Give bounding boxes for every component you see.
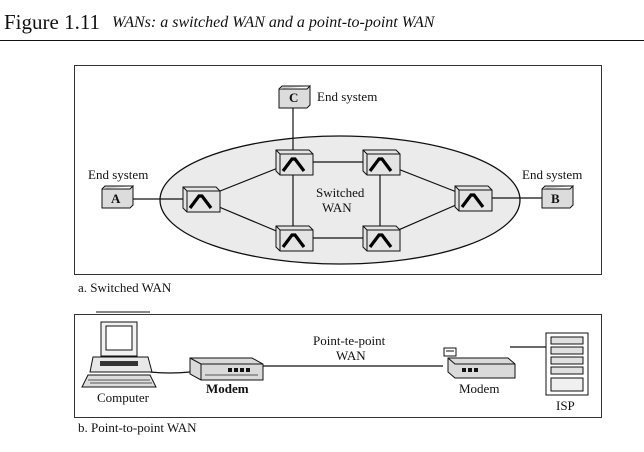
figure-header: Figure 1.11 WANs: a switched WAN and a p… xyxy=(0,0,644,40)
point-to-point-caption: b. Point-to-point WAN xyxy=(78,420,197,435)
switched-wan-label-line1: Switched xyxy=(316,185,365,200)
end-system-a-id: A xyxy=(111,191,121,206)
switch-icon xyxy=(454,185,493,212)
end-system-a-label: End system xyxy=(88,167,149,182)
switched-wan-label-line2: WAN xyxy=(322,200,352,215)
end-system-c-label: End system xyxy=(317,89,378,104)
left-modem-icon xyxy=(189,357,264,381)
right-modem-icon xyxy=(443,347,516,379)
computer-icon xyxy=(81,311,157,388)
switched-wan-panel xyxy=(74,65,602,275)
left-modem-label: Modem xyxy=(206,381,249,396)
end-system-a-box xyxy=(101,184,134,209)
isp-server-icon xyxy=(545,332,589,396)
switch-icon xyxy=(362,149,401,176)
computer-label: Computer xyxy=(97,390,149,405)
isp-label: ISP xyxy=(556,398,575,413)
p2p-label-line1: Point-te-point xyxy=(313,333,386,348)
point-to-point-panel xyxy=(74,314,602,418)
end-system-b-label: End system xyxy=(522,167,583,182)
end-system-b-box xyxy=(541,184,574,209)
p2p-label-line2: WAN xyxy=(336,348,366,363)
switched-wan-caption: a. Switched WAN xyxy=(78,280,172,295)
switch-icon xyxy=(275,149,314,176)
switch-icon xyxy=(275,225,314,252)
switched-wan-cloud xyxy=(159,135,521,265)
header-rule xyxy=(0,40,644,41)
end-system-c-id: C xyxy=(289,90,299,105)
figure-number: Figure 1.11 xyxy=(4,10,101,34)
end-system-b-id: B xyxy=(551,191,560,206)
right-modem-label: Modem xyxy=(459,381,500,396)
switch-icon xyxy=(362,225,401,252)
figure-title: WANs: a switched WAN and a point-to-poin… xyxy=(112,14,435,31)
end-system-c-box xyxy=(278,84,311,109)
switch-icon xyxy=(182,186,221,213)
p2p-links xyxy=(149,346,546,374)
